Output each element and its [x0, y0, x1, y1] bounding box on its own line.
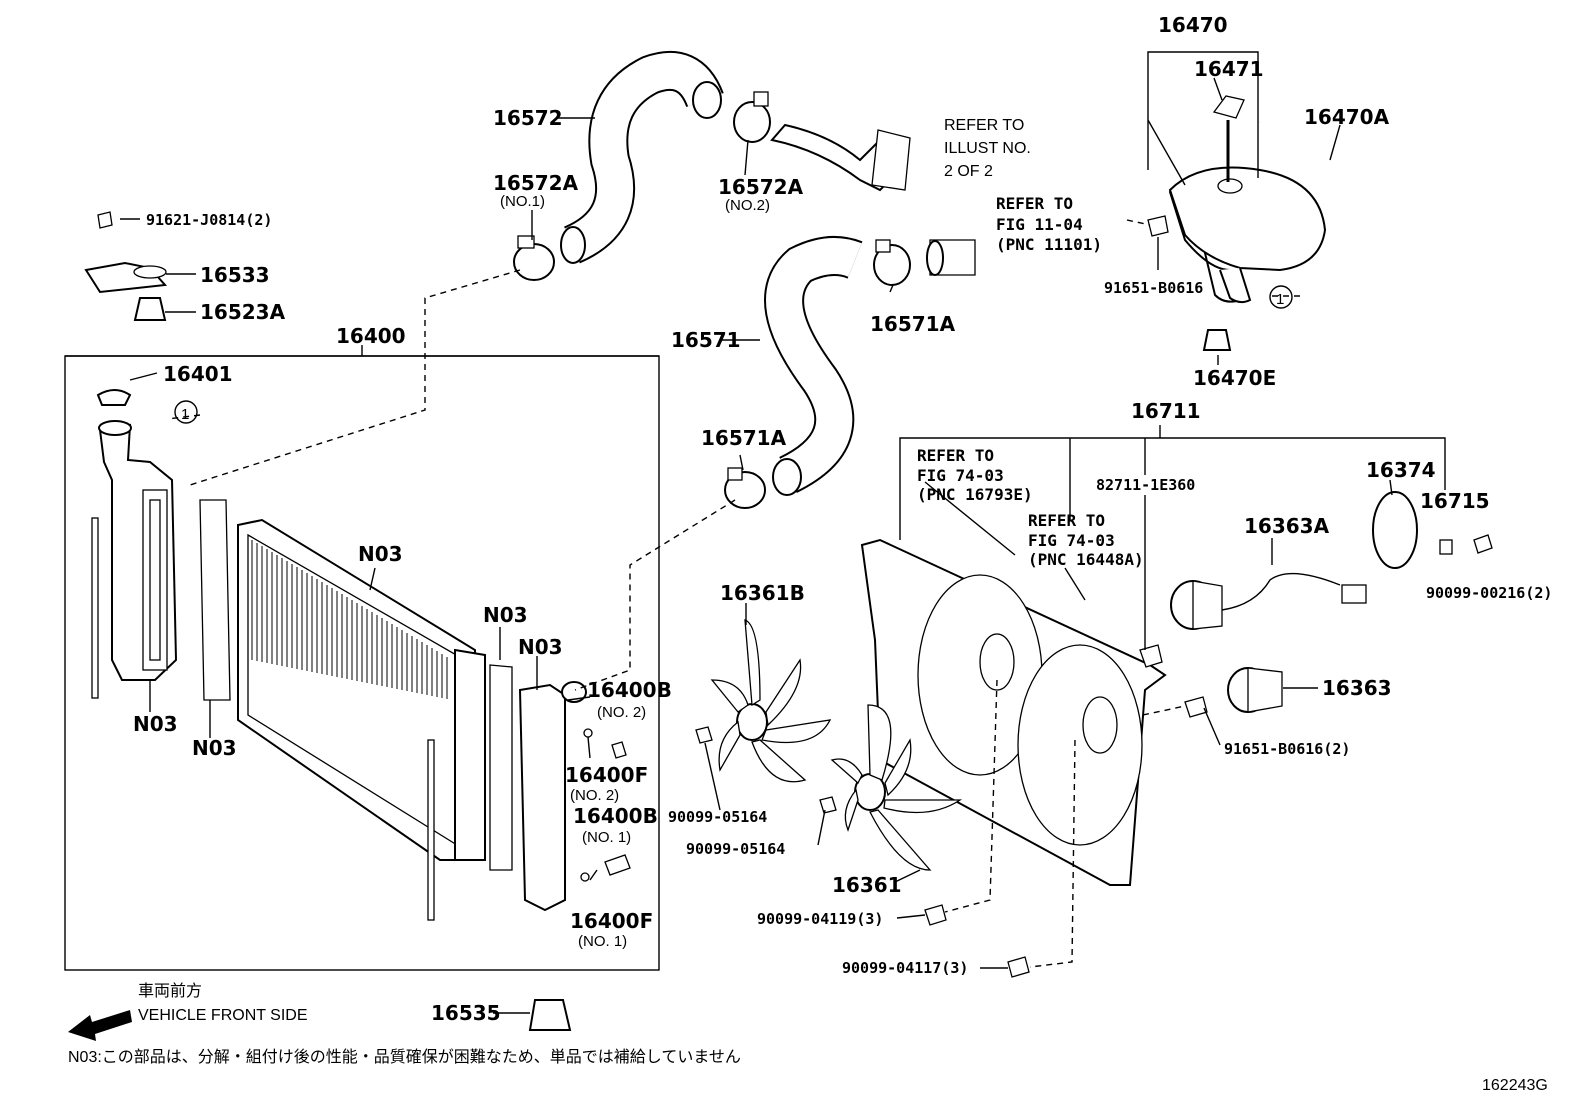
label-16571A-top: 16571A — [870, 312, 956, 336]
label-16535: 16535 — [431, 1001, 501, 1025]
label-90099-04119: 90099-04119(3) — [757, 910, 883, 928]
diagram-id: 162243G — [1482, 1077, 1548, 1094]
ref-illust-line2: ILLUST NO. — [944, 140, 1031, 157]
vehicle-front-arrow — [68, 1010, 132, 1041]
ref-fig7403b-line3: (PNC 16448A) — [1028, 550, 1144, 569]
label-90099-05164-b: 90099-05164 — [686, 840, 785, 858]
label-16715: 16715 — [1420, 489, 1490, 513]
radiator-right-tank — [518, 681, 593, 912]
label-16523A: 16523A — [200, 300, 286, 324]
label-16572A-no1-sub: (NO.1) — [500, 193, 545, 210]
label-16400B-no1-sub: (NO. 1) — [582, 829, 631, 846]
label-16571A-mid: 16571A — [701, 426, 787, 450]
label-16400F-no1-sub: (NO. 1) — [578, 933, 627, 950]
label-82711: 82711-1E360 — [1096, 476, 1195, 494]
label-16400: 16400 — [336, 324, 406, 348]
label-16711: 16711 — [1131, 399, 1201, 423]
label-91651-tank: 91651-B0616 — [1104, 279, 1203, 297]
label-n03-left-gasket: N03 — [192, 736, 237, 760]
label-n03-left-tank: N03 — [133, 712, 178, 736]
label-n03-core: N03 — [358, 542, 403, 566]
label-16533: 16533 — [200, 263, 270, 287]
label-16571: 16571 — [671, 328, 741, 352]
ref-fig7403a-line1: REFER TO — [917, 446, 994, 465]
label-16400F-no1: 16400F — [570, 909, 653, 933]
label-16401: 16401 — [163, 362, 233, 386]
label-16470: 16470 — [1158, 13, 1228, 37]
label-16572A-no2-sub: (NO.2) — [725, 197, 770, 214]
circle-marker-1-tank-label: 1 — [1276, 291, 1284, 308]
label-16374: 16374 — [1366, 458, 1436, 482]
label-n03-right-tank: N03 — [518, 635, 563, 659]
label-16470E: 16470E — [1193, 366, 1276, 390]
ref-fig1104-line3: (PNC 11101) — [996, 235, 1102, 254]
label-16363: 16363 — [1322, 676, 1392, 700]
vehicle-front-jp: 車両前方 — [138, 982, 202, 1000]
label-16361: 16361 — [832, 873, 902, 897]
ref-fig7403a-line3: (PNC 16793E) — [917, 485, 1033, 504]
label-16400B-no1: 16400B — [573, 804, 658, 828]
label-16361B: 16361B — [720, 581, 805, 605]
label-16400F-no2-sub: (NO. 2) — [570, 787, 619, 804]
label-90099-00216: 90099-00216(2) — [1426, 584, 1552, 602]
vehicle-front-en: VEHICLE FRONT SIDE — [138, 1007, 308, 1024]
label-16400F-no2: 16400F — [565, 763, 648, 787]
ref-fig1104-line1: REFER TO — [996, 194, 1073, 213]
label-16572: 16572 — [493, 106, 563, 130]
label-16470A: 16470A — [1304, 105, 1390, 129]
label-n03-right-gasket: N03 — [483, 603, 528, 627]
circle-marker-1 — [174, 400, 198, 424]
label-16572A-no1: 16572A — [493, 171, 579, 195]
reservoir-tank — [1168, 95, 1327, 304]
label-16572A-no2: 16572A — [718, 175, 804, 199]
label-90099-05164-a: 90099-05164 — [668, 808, 767, 826]
label-16471: 16471 — [1194, 57, 1264, 81]
ref-illust-line1: REFER TO — [944, 117, 1024, 134]
n03-footnote: N03:この部品は、分解・組付け後の性能・品質確保が困難なため、単品では補給して… — [68, 1048, 741, 1066]
ref-fig7403a-line2: FIG 74-03 — [917, 466, 1004, 485]
ref-fig7403b-line1: REFER TO — [1028, 511, 1105, 530]
circle-marker-1-tank — [1269, 285, 1293, 309]
label-16400B-no2-sub: (NO. 2) — [597, 704, 646, 721]
fan-16361 — [830, 704, 963, 871]
radiator-core — [237, 518, 476, 861]
ref-illust-line3: 2 OF 2 — [944, 163, 993, 180]
label-91651-2: 91651-B0616(2) — [1224, 740, 1350, 758]
fan-16361B — [710, 619, 832, 783]
fan-shroud — [860, 538, 1167, 886]
ref-fig1104-line2: FIG 11-04 — [996, 215, 1083, 234]
circle-marker-1-label: 1 — [181, 406, 189, 423]
radiator-left-tank — [98, 420, 178, 681]
label-16400B-no2: 16400B — [587, 678, 672, 702]
label-91621: 91621-J0814(2) — [146, 211, 272, 229]
label-16363A: 16363A — [1244, 514, 1330, 538]
ref-fig7403b-line2: FIG 74-03 — [1028, 531, 1115, 550]
label-90099-04117: 90099-04117(3) — [842, 959, 968, 977]
